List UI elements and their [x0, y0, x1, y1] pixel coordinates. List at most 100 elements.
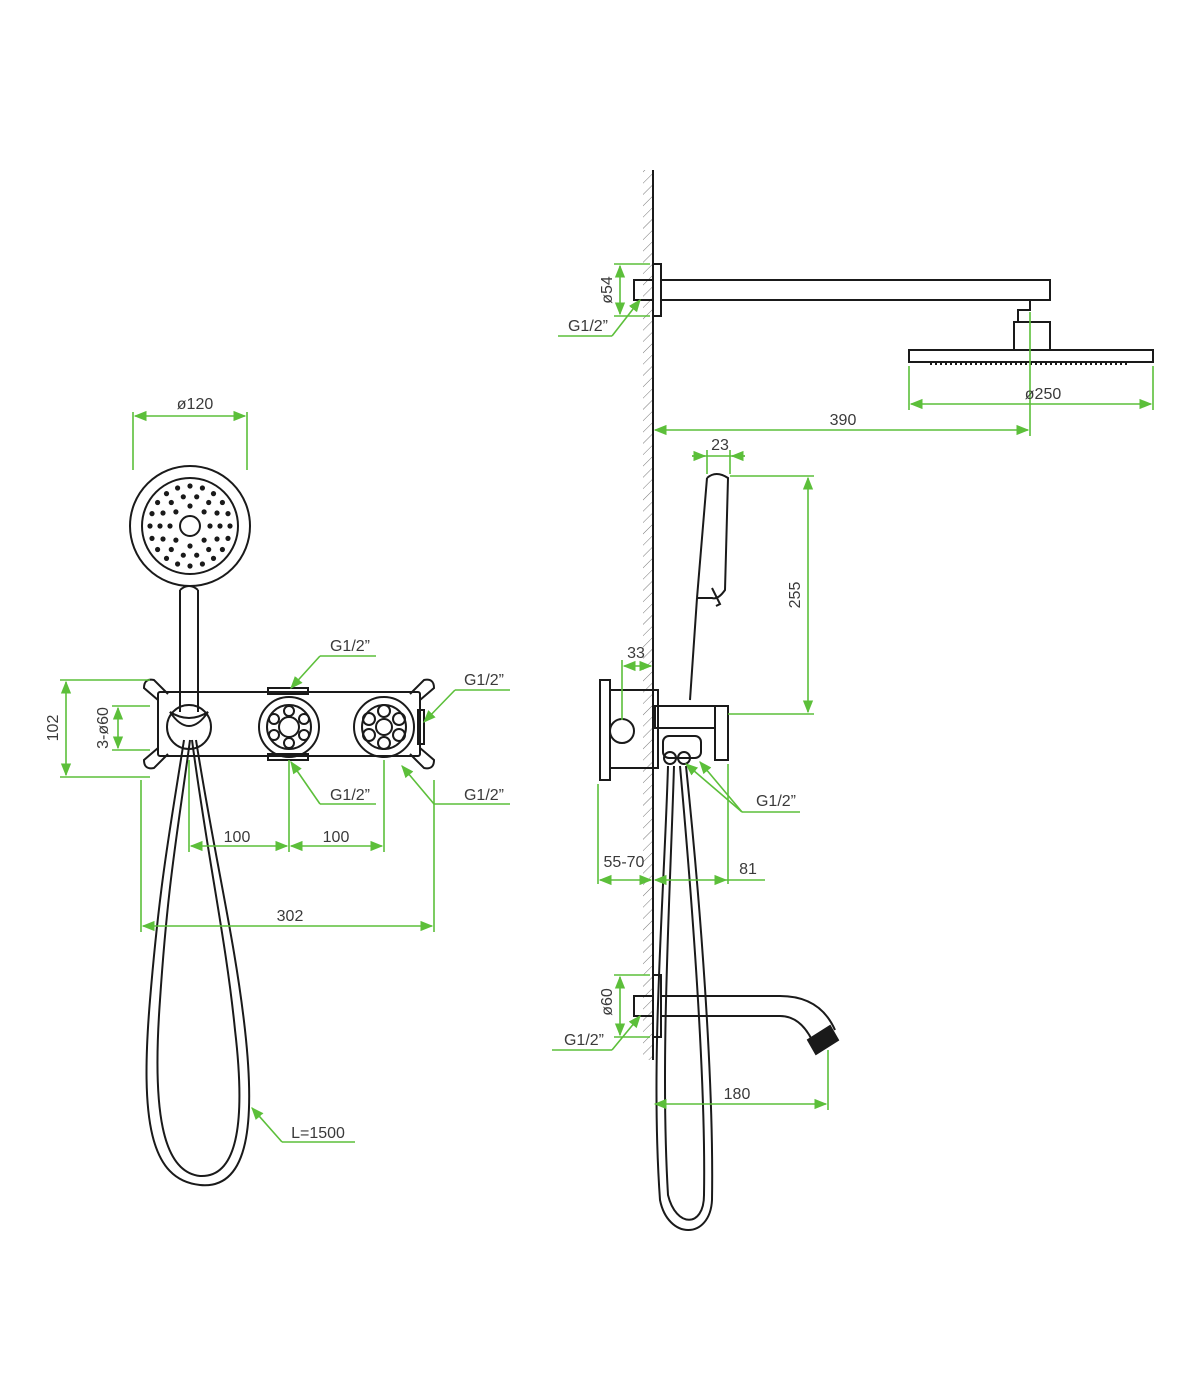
valve-side-sleeve [654, 705, 716, 729]
spray-nozzle [160, 510, 166, 516]
valve-side-port [609, 718, 635, 744]
hose [145, 739, 251, 1187]
label-install-depth: 55-70 [604, 854, 645, 871]
valve-side-holder [662, 735, 702, 759]
top-port [267, 687, 309, 695]
hose-inner [156, 739, 241, 1178]
spray-nozzle [168, 499, 174, 506]
side-dimension-labels: ø54 G1/2” ø250 390 23 255 33 G1/2” 55-70… [564, 276, 1061, 1103]
mounting-lug-bl [142, 747, 169, 770]
showerhead-swivel [1013, 321, 1051, 351]
showerhead [908, 349, 1154, 363]
spray-nozzle [201, 509, 207, 515]
handshower-head [129, 465, 251, 587]
valve-side-outlet [663, 751, 677, 765]
spray-nozzle [149, 510, 155, 517]
spray-nozzle [225, 510, 231, 517]
label-spout-length: 180 [724, 1086, 751, 1103]
spray-nozzle [149, 535, 155, 542]
handshower-side-tip [711, 587, 722, 607]
label-valve-diameter: 3-ø60 [95, 707, 112, 749]
label-showerhead-diameter: ø250 [1025, 386, 1062, 403]
label-handshower-depth: 23 [711, 437, 729, 454]
spray-nozzles [147, 483, 233, 569]
arm-connector [633, 279, 654, 301]
spray-nozzle [187, 563, 193, 569]
valve-side-plate [599, 679, 611, 781]
shower-arm [661, 279, 1051, 301]
spray-nozzle [173, 537, 179, 543]
spout [661, 995, 836, 1041]
spray-nozzle [157, 523, 163, 529]
label-hose-length: L=1500 [291, 1125, 345, 1142]
spray-nozzle [155, 499, 161, 506]
spray-nozzle [214, 510, 220, 516]
spray-nozzle [187, 543, 193, 549]
spray-nozzle [180, 552, 186, 558]
valve-knob-center [258, 696, 320, 758]
spray-nozzle [180, 494, 186, 500]
label-handshower-diameter: ø120 [177, 396, 214, 413]
spray-nozzle [199, 561, 205, 567]
valve-side-outlet-2 [677, 751, 691, 765]
label-handshower-height: 255 [787, 582, 804, 609]
spray-nozzle [210, 491, 217, 497]
mounting-lug-br [409, 747, 436, 770]
hose-side-inner [663, 765, 706, 1221]
label-overall-width: 302 [277, 908, 304, 925]
label-handle-projection: 81 [739, 861, 757, 878]
mounting-lug-tr [409, 678, 436, 701]
spray-nozzle [163, 555, 170, 562]
handshower-holder [169, 711, 209, 727]
spray-nozzle [206, 546, 212, 553]
spray-nozzle [219, 499, 225, 506]
spray-nozzle [225, 535, 231, 542]
spray-nozzle [155, 546, 161, 553]
spray-nozzle [194, 552, 200, 558]
label-outlet-thread: G1/2” [756, 793, 796, 810]
spout-aerator [806, 1024, 840, 1056]
arm-elbow [1017, 300, 1031, 322]
spray-nozzle [187, 503, 193, 509]
spray-nozzle [147, 523, 153, 529]
valve-side-handle [714, 705, 729, 761]
spray-nozzle [173, 509, 179, 515]
side-dimensions [552, 263, 1154, 1110]
spray-nozzle [201, 537, 207, 543]
label-right-top-inlet: G1/2” [464, 672, 504, 689]
label-bottom-inlet: G1/2” [330, 787, 370, 804]
handshower-side [689, 473, 730, 701]
label-mount-height: 102 [45, 715, 62, 742]
front-dimension-labels: ø120 102 3-ø60 G1/2” G1/2” G1/2” G1/2” 1… [45, 396, 504, 1142]
spout-connector [633, 995, 654, 1017]
spray-nozzle [187, 483, 193, 489]
label-arm-length: 390 [830, 412, 857, 429]
label-top-inlet: G1/2” [330, 638, 370, 655]
hose-side [655, 765, 714, 1231]
spray-nozzle [194, 494, 200, 500]
spray-nozzle [206, 499, 212, 506]
valve-knob-right [353, 696, 415, 758]
label-body-offset: 33 [627, 645, 645, 662]
front-view [129, 465, 436, 1187]
spray-nozzle [163, 491, 170, 497]
side-view [599, 263, 1154, 1231]
spray-nozzle [207, 523, 213, 529]
label-spout-flange-diameter: ø60 [599, 988, 616, 1016]
spray-nozzle [175, 561, 181, 567]
handshower-handle [179, 585, 199, 712]
spray-nozzle [199, 485, 205, 491]
mounting-lug-tl [142, 678, 169, 701]
spray-nozzle [227, 523, 233, 529]
label-arm-flange-diameter: ø54 [599, 276, 616, 304]
label-spout-thread: G1/2” [564, 1032, 604, 1049]
wall [643, 170, 654, 1060]
label-right-bottom-inlet: G1/2” [464, 787, 504, 804]
label-spacing-left: 100 [224, 829, 251, 846]
spray-nozzle [167, 523, 173, 529]
label-arm-thread: G1/2” [568, 318, 608, 335]
spray-nozzle [217, 523, 223, 529]
spray-nozzle [219, 546, 225, 553]
spray-nozzle [175, 485, 181, 491]
